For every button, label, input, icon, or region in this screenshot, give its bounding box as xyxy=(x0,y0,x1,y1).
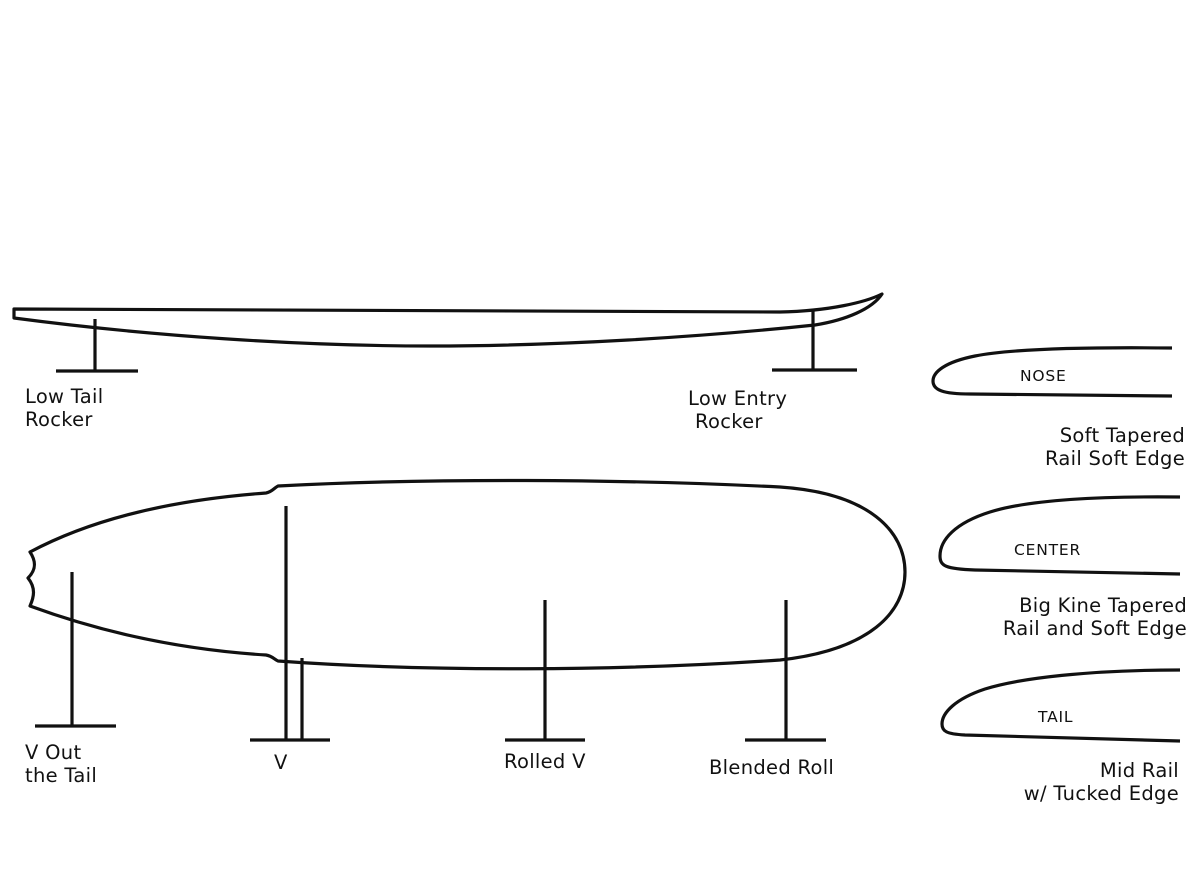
tail-rail-caption-line1: Mid Rail xyxy=(1100,759,1179,782)
rail-profiles: NOSE Soft Tapered Rail Soft Edge CENTER … xyxy=(931,346,1187,805)
low-tail-rocker-label-line2: Rocker xyxy=(25,408,93,431)
center-rail-tag: CENTER xyxy=(1014,541,1081,559)
center-rail-profile xyxy=(938,495,1181,576)
nose-rail-caption-line2: Rail Soft Edge xyxy=(1045,447,1185,470)
tail-rail-tag: TAIL xyxy=(1037,708,1073,726)
v-out-tail-label-line1: V Out xyxy=(25,741,81,764)
top-outline: V Out the Tail V Rolled V Blended Roll xyxy=(25,478,907,787)
blended-roll-label: Blended Roll xyxy=(709,756,834,779)
tail-rail-profile xyxy=(940,668,1181,743)
board-side-profile-outline xyxy=(12,292,884,348)
side-profile: Low Tail Rocker Low Entry Rocker xyxy=(12,292,884,433)
v-label: V xyxy=(274,751,288,774)
low-entry-rocker-label-line1: Low Entry xyxy=(688,387,787,410)
low-entry-rocker-label-line2: Rocker xyxy=(695,410,763,433)
tail-rail-caption-line2: w/ Tucked Edge xyxy=(1024,782,1179,805)
center-rail-caption-line1: Big Kine Tapered xyxy=(1019,594,1187,617)
v-out-tail-label-line2: the Tail xyxy=(25,764,97,787)
board-top-outline xyxy=(26,478,907,671)
low-tail-rocker-label-line1: Low Tail xyxy=(25,385,103,408)
rolled-v-label: Rolled V xyxy=(504,750,586,773)
center-rail-caption-line2: Rail and Soft Edge xyxy=(1003,617,1187,640)
nose-rail-profile xyxy=(931,346,1173,398)
nose-rail-tag: NOSE xyxy=(1020,367,1067,385)
nose-rail-caption-line1: Soft Tapered xyxy=(1060,424,1185,447)
